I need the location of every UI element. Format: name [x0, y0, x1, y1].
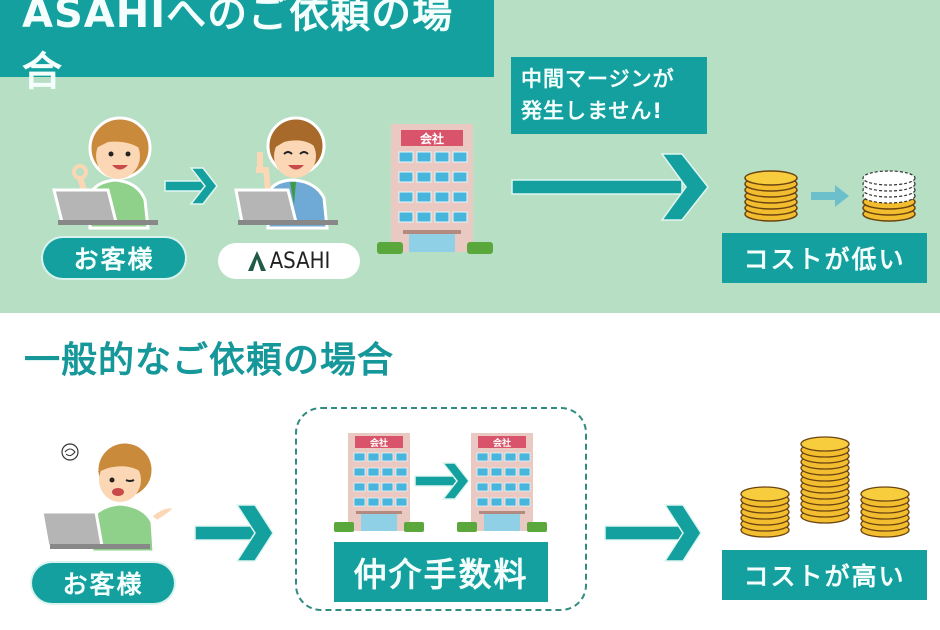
confused-customer-icon	[40, 440, 176, 554]
asahi-label: ASAHI	[218, 243, 360, 279]
arrow-right-icon	[164, 167, 218, 205]
customer-woman-laptop-icon	[52, 116, 158, 230]
asahi-logo-icon	[247, 251, 266, 271]
coin-stacks-icon	[740, 436, 910, 538]
customer-label-text: お客様	[73, 245, 155, 274]
high-cost-label: コストが高い	[722, 550, 927, 600]
company-building-icon: 会社	[334, 433, 424, 532]
asahi-section-title: ASAHIへのご依頼の場合	[0, 0, 494, 95]
broker-fee-label: 仲介手数料	[334, 542, 548, 602]
asahi-staff-man-laptop-icon	[234, 116, 338, 230]
callout-line-2: 発生しません!	[521, 99, 663, 123]
company-sign-text: 会社	[493, 437, 511, 449]
high-cost-label-text: コストが高い	[743, 562, 906, 591]
no-margin-callout: 中間マージンが 発生しません!	[511, 57, 707, 134]
low-cost-label-text: コストが低い	[743, 245, 906, 274]
general-section-title: 一般的なご依頼の場合	[24, 340, 395, 381]
customer-label: お客様	[32, 563, 174, 603]
company-sign-text: 会社	[370, 437, 388, 449]
broker-fee-label-text: 仲介手数料	[353, 555, 529, 594]
coin-stack-icon	[744, 170, 798, 222]
big-arrow-right-icon	[511, 153, 709, 221]
reduced-coin-stack-icon	[862, 170, 916, 222]
asahi-label-text: ASAHI	[269, 248, 331, 274]
customer-label-text: お客様	[62, 570, 144, 599]
asahi-section: ASAHIへのご依頼の場合 中間マージンが 発生しません!	[0, 0, 940, 313]
company-building-icon: 会社	[377, 124, 493, 254]
arrow-right-icon	[604, 504, 702, 562]
arrow-right-icon	[414, 462, 470, 500]
low-cost-label: コストが低い	[722, 233, 927, 283]
callout-line-1: 中間マージンが	[521, 67, 675, 91]
company-sign-text: 会社	[420, 131, 444, 146]
arrow-right-icon	[194, 504, 274, 562]
company-building-icon: 会社	[457, 433, 547, 532]
small-arrow-right-icon	[811, 185, 849, 207]
customer-label: お客様	[43, 238, 185, 278]
broker-fee-frame	[295, 407, 587, 611]
